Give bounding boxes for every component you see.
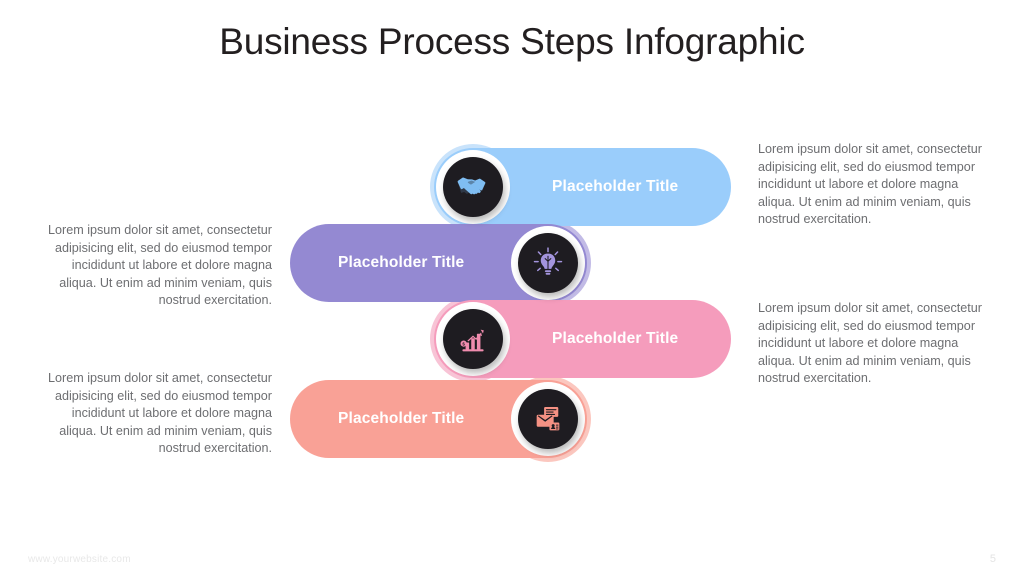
step-1-icon-badge[interactable] xyxy=(443,157,503,217)
step-1-description: Lorem ipsum dolor sit amet, consectetur … xyxy=(758,142,982,227)
step-4-icon-badge[interactable] xyxy=(518,389,578,449)
handshake-icon xyxy=(456,170,490,204)
envelope-mail-icon xyxy=(531,402,565,436)
step-2-label: Placeholder Title xyxy=(338,254,465,271)
step-2-icon-badge[interactable] xyxy=(518,233,578,293)
step-3-label: Placeholder Title xyxy=(552,330,679,347)
page-number: 5 xyxy=(989,553,996,565)
step-2-description: Lorem ipsum dolor sit amet, consectetur … xyxy=(48,223,272,308)
step-3-description: Lorem ipsum dolor sit amet, consectetur … xyxy=(758,301,982,386)
step-4-description: Lorem ipsum dolor sit amet, consectetur … xyxy=(48,371,272,456)
step-4-label: Placeholder Title xyxy=(338,410,465,427)
page-title: Business Process Steps Infographic xyxy=(219,21,805,62)
growth-chart-icon: $ xyxy=(456,322,490,356)
footer-website-url[interactable]: www.yourwebsite.com xyxy=(28,554,131,565)
svg-text:$: $ xyxy=(462,342,465,347)
step-3-icon-badge[interactable]: $ xyxy=(443,309,503,369)
lightbulb-icon xyxy=(531,246,565,280)
step-1-label: Placeholder Title xyxy=(552,178,679,195)
